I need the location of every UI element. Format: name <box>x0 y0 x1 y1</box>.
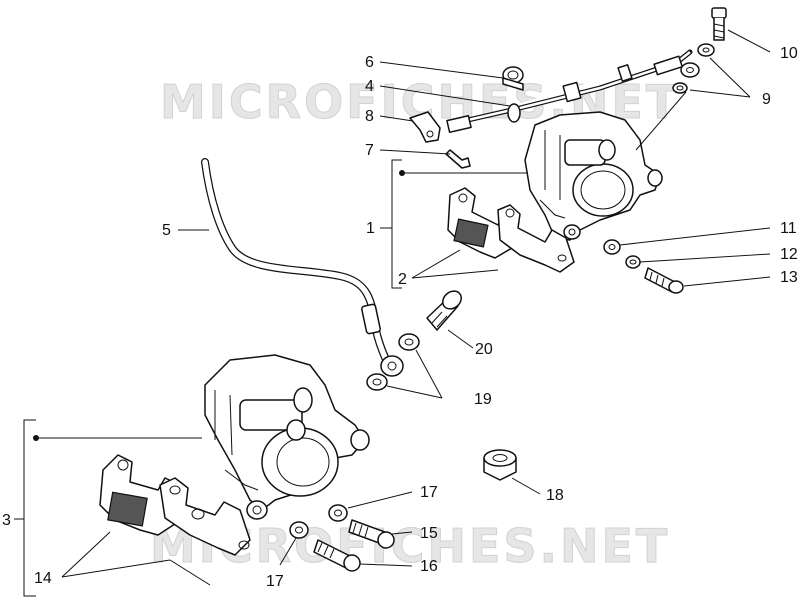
callout-16: 16 <box>420 558 438 575</box>
brake-pads-bottom <box>99 454 251 556</box>
caliper-bolt-15 <box>348 519 395 549</box>
banjo-bolt-20 <box>426 290 462 331</box>
rubber-grommet <box>483 449 517 481</box>
brake-hose <box>201 158 404 377</box>
callout-11: 11 <box>780 220 797 237</box>
callout-6: 6 <box>365 54 374 71</box>
washer-top-3 <box>672 82 688 94</box>
callout-9: 9 <box>762 91 771 108</box>
pipe-bracket <box>409 111 441 143</box>
caliper-bottom <box>204 354 370 520</box>
caliper-top <box>524 111 663 241</box>
callout-4: 4 <box>365 78 374 95</box>
callout-5: 5 <box>162 222 171 239</box>
callout-2: 2 <box>398 271 407 288</box>
washer-top-1 <box>697 43 715 57</box>
brake-pads-top <box>447 187 575 273</box>
callout-13: 13 <box>780 269 798 286</box>
callout-15: 15 <box>420 525 438 542</box>
callout-12: 12 <box>780 246 798 263</box>
brake-pipe <box>446 49 693 134</box>
callout-19: 19 <box>474 391 492 408</box>
caliper-bolt-16 <box>313 539 361 572</box>
callout-10: 10 <box>780 45 798 62</box>
callout-17-upper: 17 <box>420 484 438 501</box>
washer-17-lower <box>289 521 309 539</box>
leader-lines <box>14 29 771 597</box>
callout-3: 3 <box>2 512 11 529</box>
washer-12 <box>625 255 641 269</box>
bracket-screw <box>445 149 471 169</box>
callout-20: 20 <box>475 341 493 358</box>
banjo-bolt-top <box>711 7 727 41</box>
callout-8: 8 <box>365 108 374 125</box>
callout-1: 1 <box>366 220 375 237</box>
caliper-bolt-13 <box>644 267 684 294</box>
washer-19a <box>398 333 420 351</box>
pipe-clip <box>502 66 524 91</box>
washer-17-upper <box>328 504 348 522</box>
callout-17-lower: 17 <box>266 573 284 590</box>
washer-11 <box>603 239 621 255</box>
callout-14: 14 <box>34 570 52 587</box>
callout-7: 7 <box>365 142 374 159</box>
washer-top-2 <box>680 62 700 78</box>
callout-18: 18 <box>546 487 564 504</box>
washer-19b <box>366 373 388 391</box>
